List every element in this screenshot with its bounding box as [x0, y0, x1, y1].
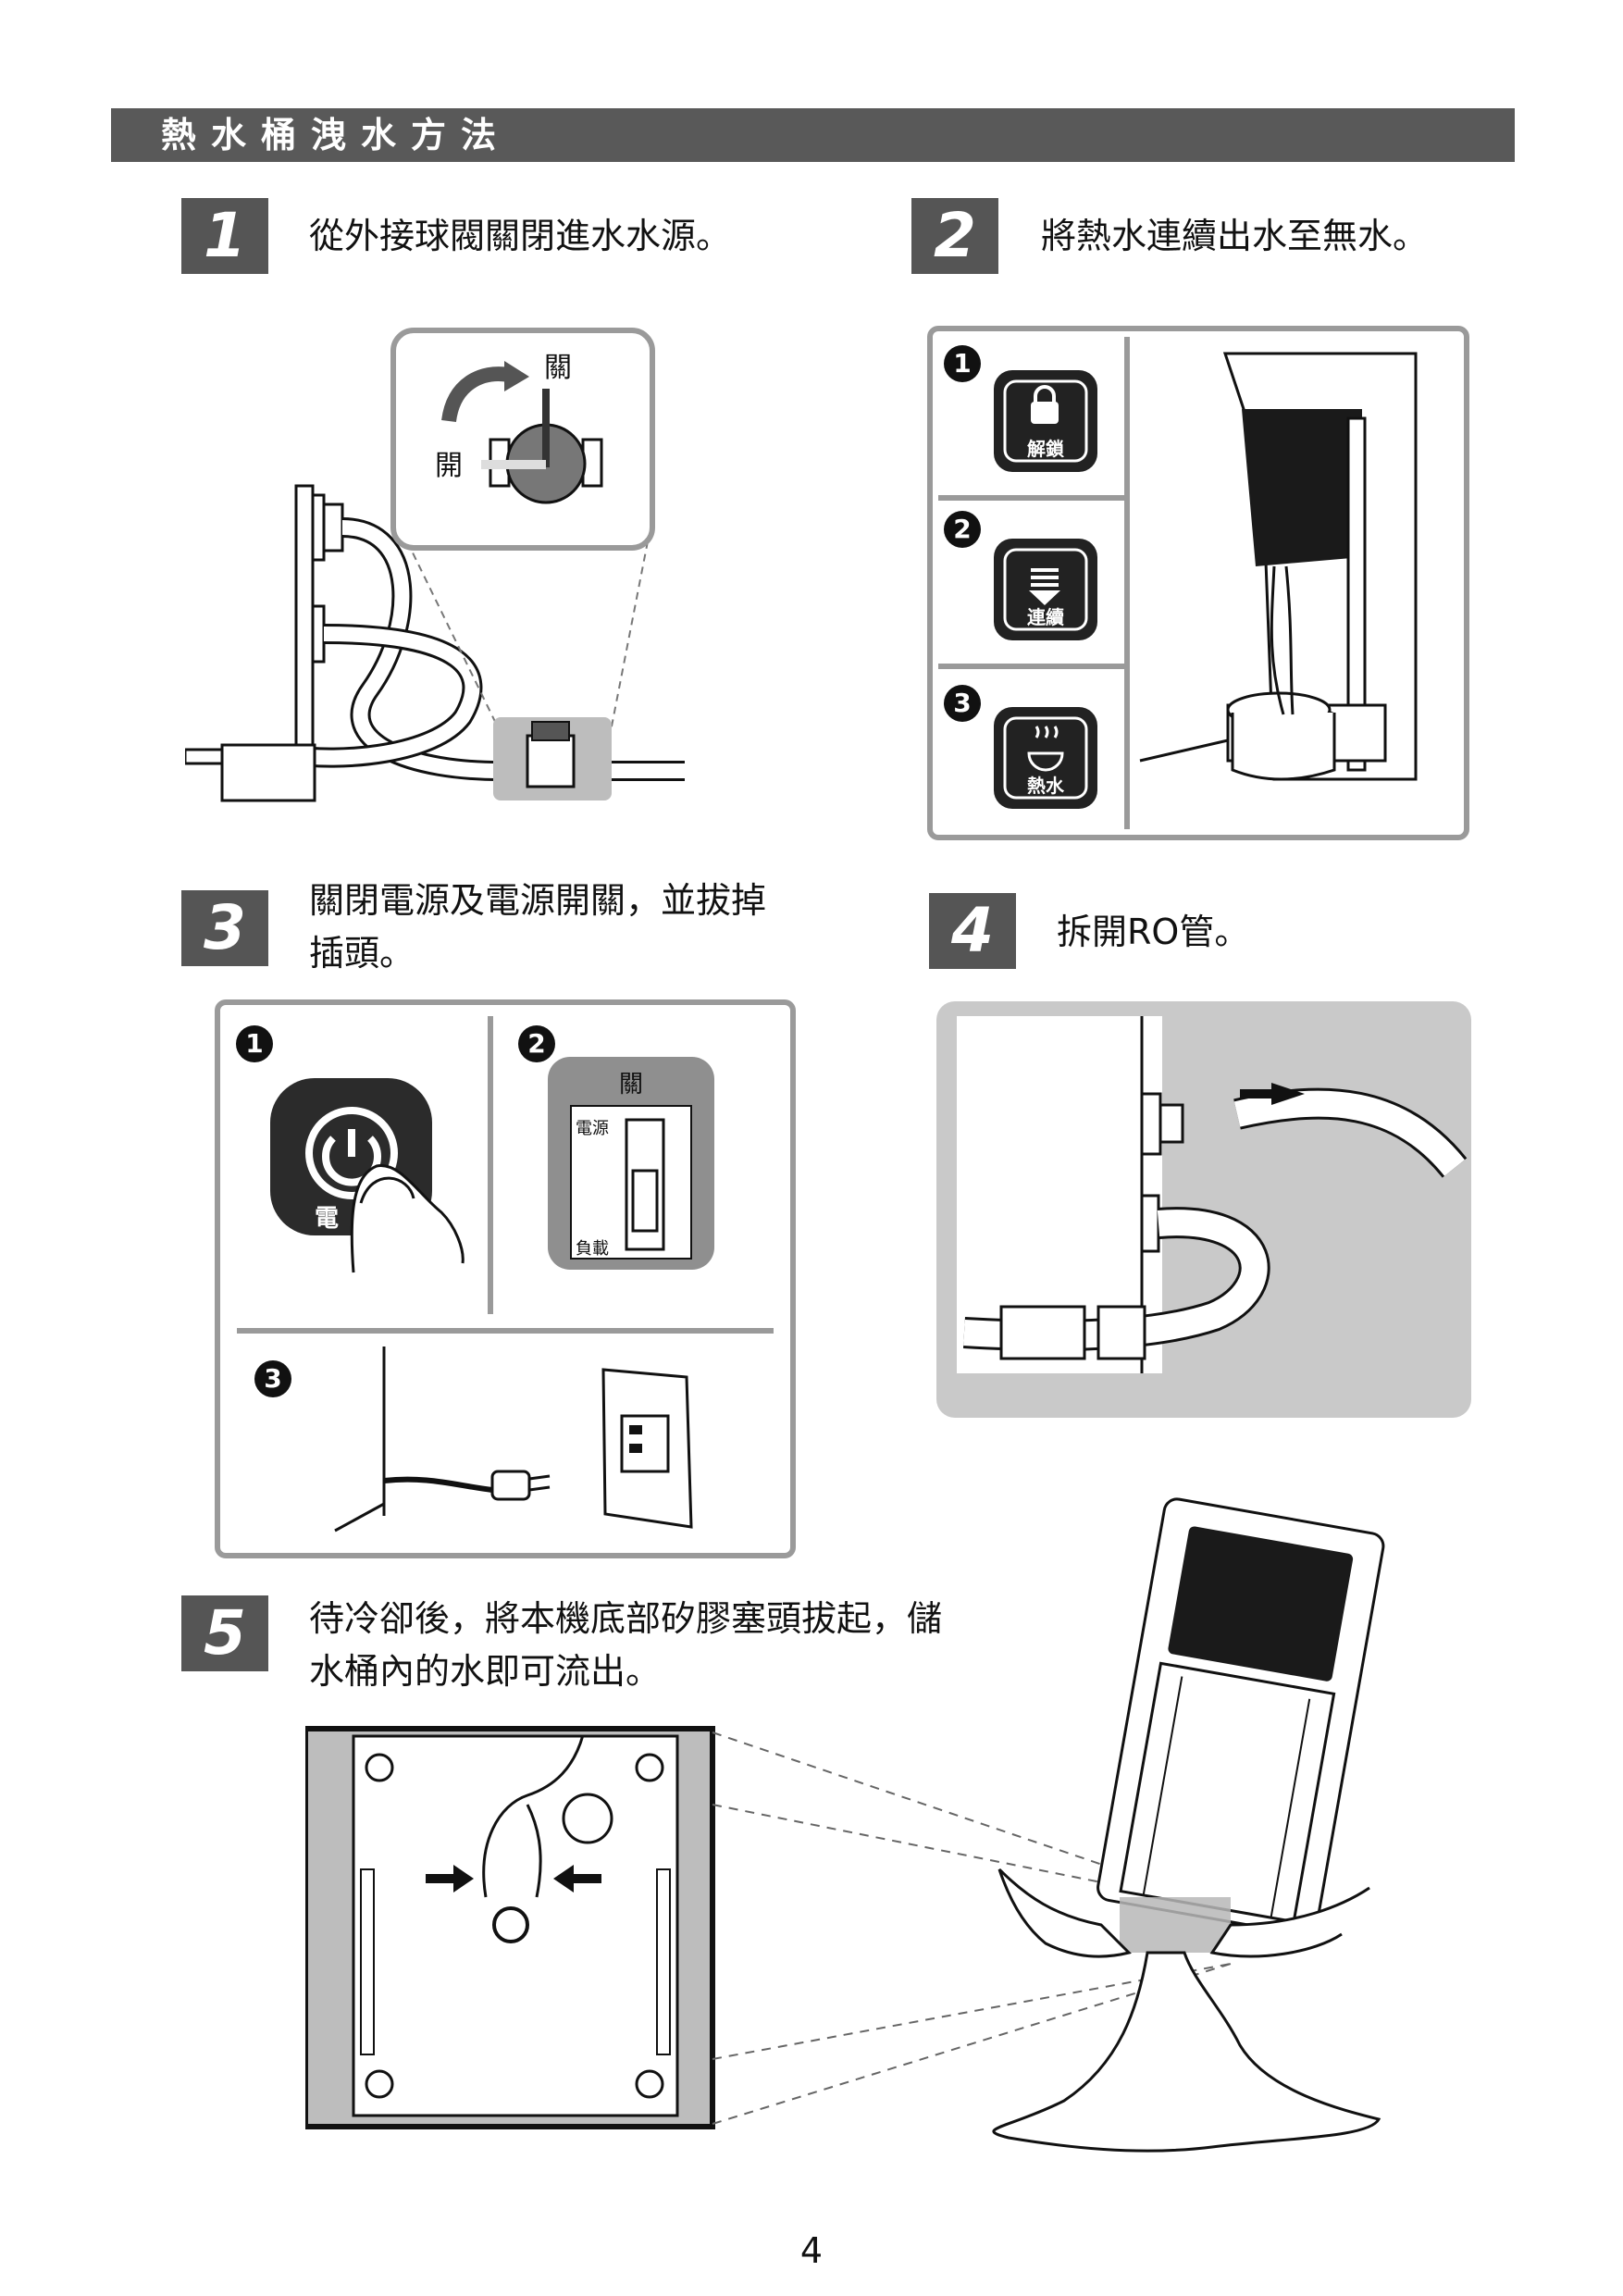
- step-4-illustration: [936, 1001, 1471, 1418]
- step-3-illustration: 電 關 電源 負載: [237, 1016, 774, 1533]
- hot-water-button-label: 熱水: [1027, 775, 1065, 797]
- step-5-text-line2: 水桶內的水即可流出。: [309, 1651, 662, 1692]
- step-2-number: 2: [911, 198, 998, 274]
- step-3-bullet-2: 2: [518, 1025, 555, 1062]
- step-2-bullet-2: 2: [944, 511, 981, 548]
- step-1-valve-illustration: 關 開: [185, 328, 685, 802]
- step-2-text: 將熱水連續出水至無水。: [1041, 216, 1429, 256]
- switch-power-label: 電源: [576, 1119, 609, 1138]
- switch-load-label: 負載: [576, 1239, 609, 1259]
- step-1-text: 從外接球閥關閉進水水源。: [309, 216, 732, 256]
- step-3-bullet-1: 1: [236, 1025, 273, 1062]
- step-5-illustration: [305, 1497, 1385, 2153]
- continuous-button-label: 連續: [1027, 606, 1064, 628]
- step-2-bullet-3: 3: [944, 685, 981, 722]
- valve-open-label: 開: [435, 450, 463, 482]
- power-button-label: 電: [315, 1205, 339, 1233]
- step-5-text-line1: 待冷卻後，將本機底部矽膠塞頭拔起，儲: [309, 1598, 943, 1639]
- valve-close-label: 關: [544, 352, 572, 384]
- step-4-number: 4: [929, 893, 1016, 969]
- step-2-illustration: 解鎖 連續 熱水: [938, 337, 1418, 829]
- page-number: 4: [799, 2230, 824, 2271]
- unlock-button-label: 解鎖: [1027, 438, 1065, 460]
- step-3-text-line2: 插頭。: [309, 933, 415, 974]
- step-1-number: 1: [181, 198, 268, 274]
- step-4-text: 拆開RO管。: [1057, 912, 1250, 952]
- section-header: 熱水桶洩水方法: [111, 108, 1515, 162]
- section-title: 熱水桶洩水方法: [161, 115, 512, 155]
- step-2-bullet-1: 1: [944, 345, 981, 382]
- step-3-bullet-3: 3: [254, 1360, 291, 1397]
- step-5-number: 5: [181, 1595, 268, 1671]
- switch-off-label: 關: [619, 1071, 643, 1098]
- step-3-text-line1: 關閉電源及電源開關，並拔掉: [309, 880, 767, 921]
- step-3-number: 3: [181, 890, 268, 966]
